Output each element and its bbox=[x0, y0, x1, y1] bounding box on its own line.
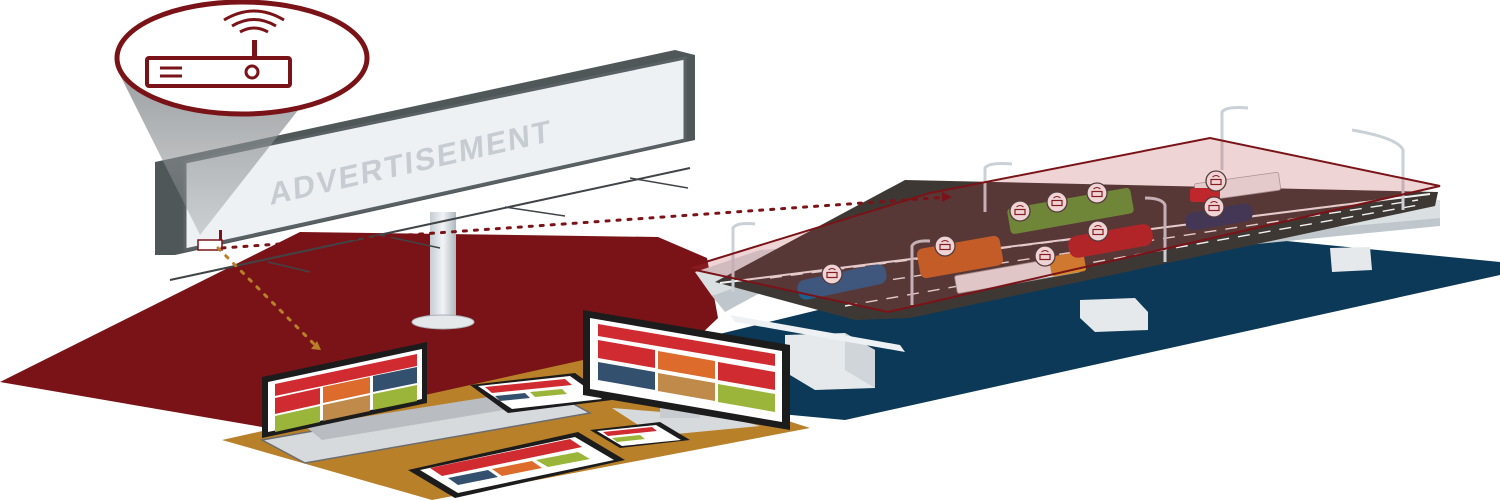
tablet-bottom bbox=[408, 432, 625, 498]
blue-car bbox=[797, 263, 887, 300]
red-car bbox=[1068, 220, 1153, 258]
signal-path-bridge bbox=[220, 195, 950, 250]
street-lamps bbox=[731, 106, 1405, 305]
navy-car bbox=[1185, 196, 1253, 231]
phone bbox=[590, 422, 690, 448]
orange-van bbox=[916, 235, 1004, 279]
billboard-router-icon bbox=[197, 230, 223, 251]
tablet-center bbox=[470, 373, 612, 413]
green-bus bbox=[1007, 182, 1134, 234]
billboard: ADVERTISEMENT bbox=[155, 50, 695, 330]
signal-path-devices bbox=[216, 246, 318, 348]
traffic bbox=[797, 170, 1281, 300]
white-truck bbox=[954, 245, 1086, 294]
desktop-monitor bbox=[583, 310, 790, 436]
router-icon bbox=[114, 0, 370, 117]
wifi-icon bbox=[223, 9, 285, 34]
coverage-zone bbox=[682, 136, 1441, 314]
